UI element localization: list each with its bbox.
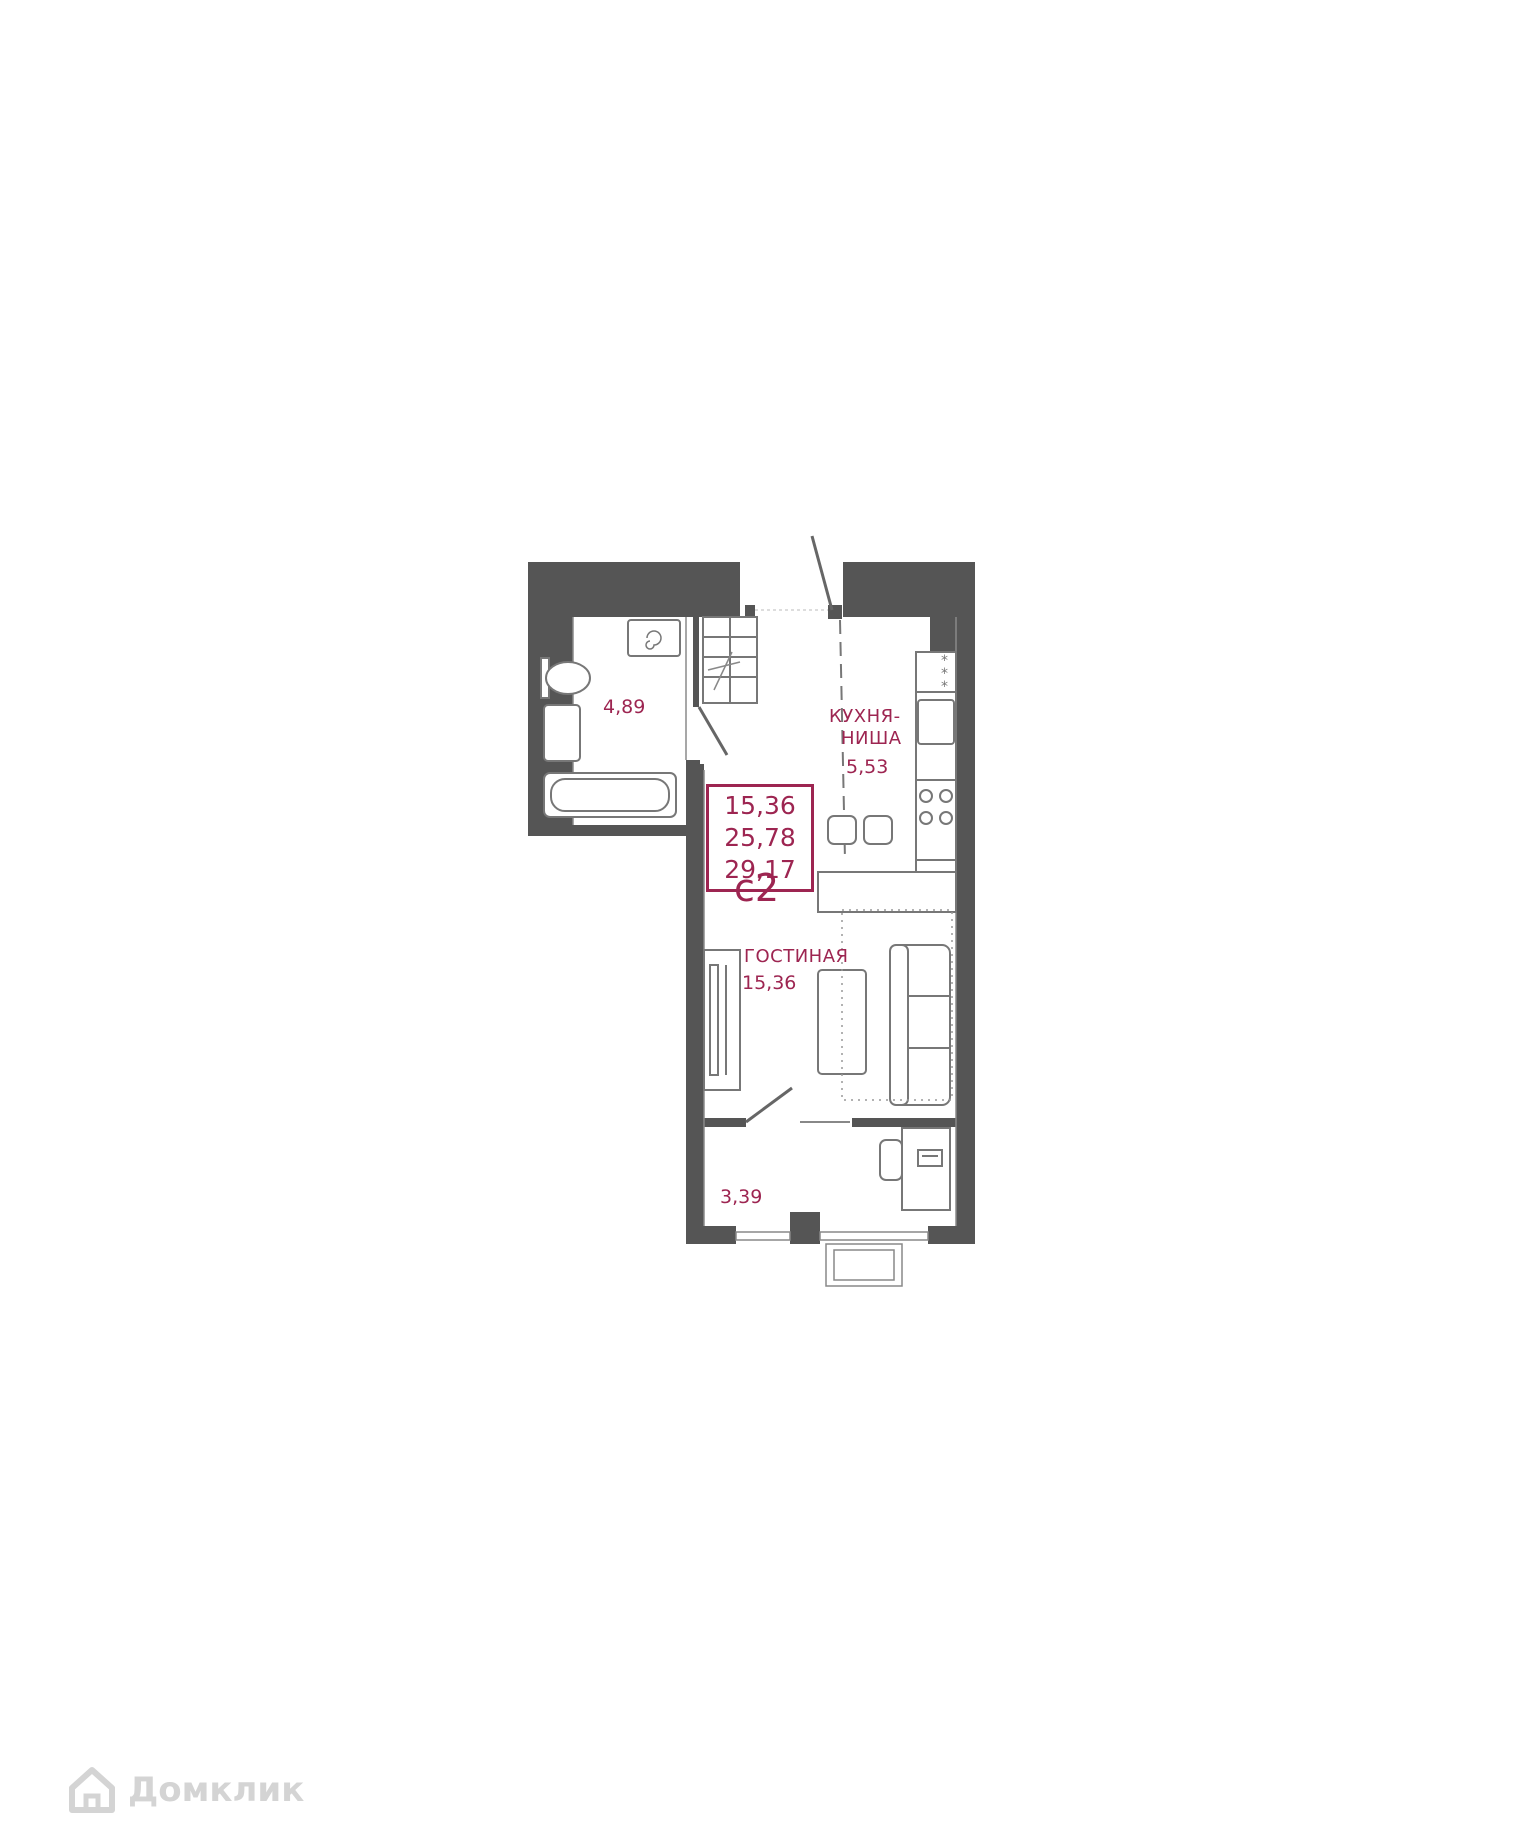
desk: [901, 1127, 951, 1211]
total-area: 29,17: [724, 855, 796, 884]
balcony-ledge: [825, 1243, 903, 1287]
entrance-door: [810, 535, 834, 611]
monitor: [917, 1149, 943, 1167]
kitchen-fixtures: [817, 651, 957, 913]
wall-bottom-mid: [790, 1212, 820, 1244]
living-room-area: 15,36: [742, 972, 797, 994]
bathroom-fixtures: [540, 616, 758, 818]
desk-chair: [879, 1139, 903, 1181]
kitchen-area: 5,53: [846, 756, 889, 778]
living-furniture: [703, 944, 951, 1106]
apartment-code: с2: [734, 866, 780, 910]
hob-asterisks: * * *: [941, 653, 948, 695]
living-area-total: 15,36: [724, 791, 796, 820]
carpet: [841, 909, 953, 1101]
total-area-no-balcony: 25,78: [724, 823, 796, 852]
watermark-text: Домклик: [128, 1770, 305, 1810]
windows: [735, 1231, 929, 1287]
bath-sink: [543, 704, 581, 762]
walls: [528, 562, 975, 1244]
wall-right-inner: [930, 617, 958, 652]
wall-bottom-left: [686, 1226, 736, 1244]
shower-hose: [707, 661, 741, 671]
bar-counter: [817, 871, 957, 913]
wall-living-left: [686, 764, 704, 1244]
tv-screen: [709, 964, 719, 1076]
svg-text:*: *: [941, 653, 948, 669]
house-icon: [69, 1767, 115, 1813]
wall-bath-corner: [686, 760, 700, 770]
kitchen-name-line1: КУХНЯ-: [829, 706, 901, 727]
window-right: [819, 1231, 929, 1241]
wall-bath-bottom: [528, 825, 686, 836]
bar-stool-1: [827, 815, 857, 845]
wall-bath-partition: [693, 617, 699, 707]
wall-balcony-left: [686, 1118, 746, 1127]
apartment-area-box: 15,36 25,78 29,17: [706, 784, 814, 892]
living-room-name: ГОСТИНАЯ: [744, 946, 849, 967]
wall-balcony-right: [852, 1118, 975, 1127]
balcony-area: 3,39: [720, 1186, 763, 1208]
wall-right: [956, 562, 975, 1242]
coffee-table: [817, 969, 867, 1075]
bar-stool-2: [863, 815, 893, 845]
wall-entry-post: [745, 605, 755, 619]
washing-machine: [627, 619, 681, 657]
svg-text:*: *: [941, 679, 948, 695]
wall-bottom-right: [928, 1226, 975, 1244]
watermark: Домклик: [66, 1766, 304, 1814]
bathroom-area: 4,89: [603, 696, 646, 718]
balcony-door: [745, 1086, 793, 1124]
kitchen-cabinet: [915, 651, 957, 693]
bath-door: [697, 706, 729, 756]
kitchen-sink: [917, 699, 955, 745]
wall-top-right: [843, 562, 975, 617]
toilet-bowl: [545, 661, 591, 695]
window-left: [735, 1231, 791, 1241]
swirl-icon: [645, 630, 662, 650]
balcony-furniture: [879, 1127, 951, 1211]
kitchen-name-line2: НИША: [841, 728, 902, 749]
svg-text:*: *: [941, 666, 948, 682]
